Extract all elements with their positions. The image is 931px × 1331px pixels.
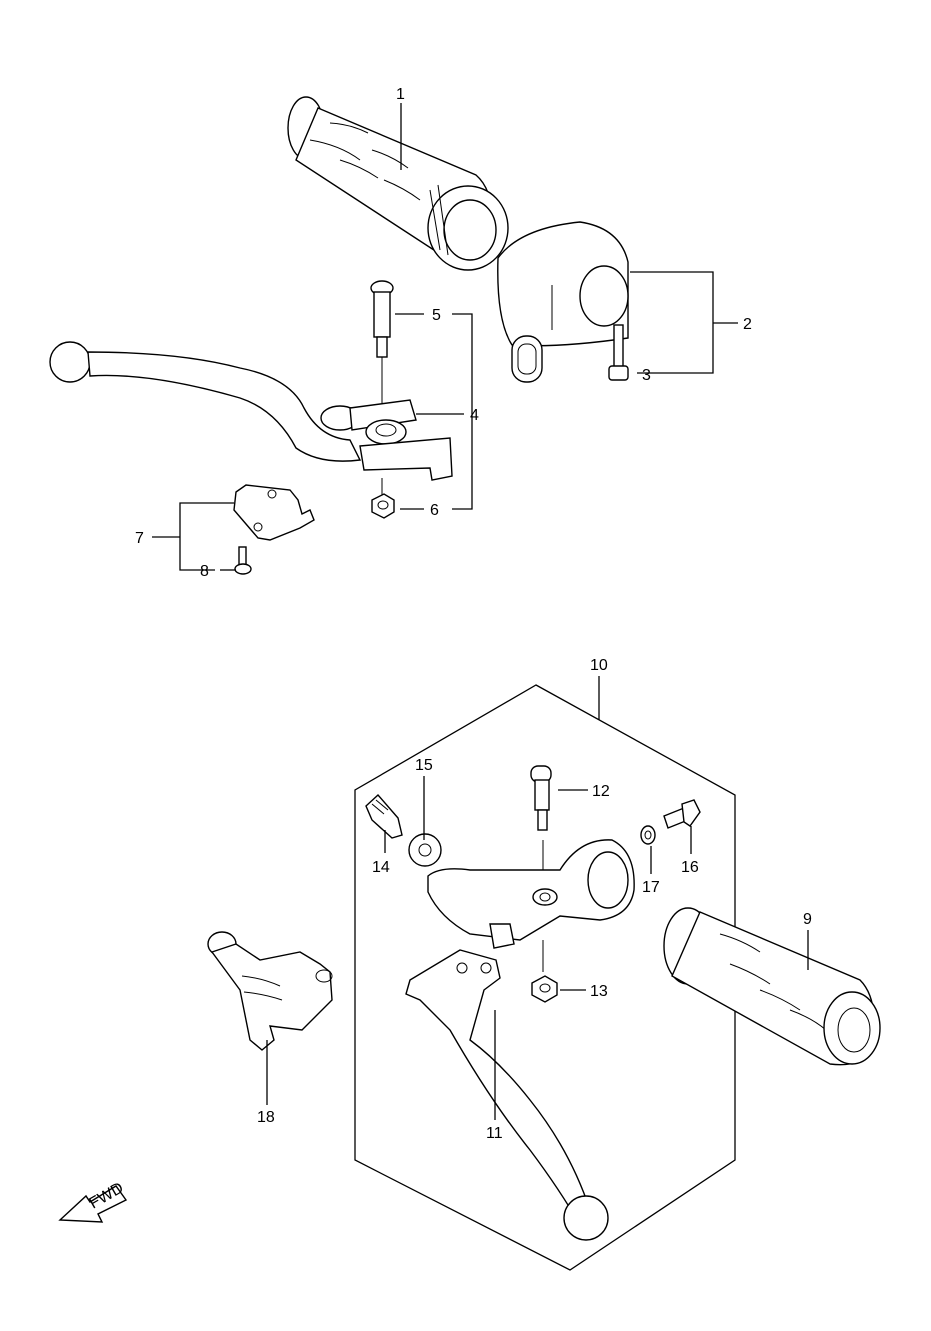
callout-5: 5 — [432, 307, 441, 324]
assembly-10-outline — [354, 684, 736, 1271]
brake-switch — [233, 484, 315, 541]
brake-lever — [49, 341, 453, 481]
bracket-bolt — [663, 799, 701, 829]
callout-8: 8 — [200, 563, 209, 580]
callout-4: 4 — [470, 407, 479, 424]
throttle-grip — [287, 96, 509, 271]
callout-15: 15 — [415, 757, 433, 774]
callout-9: 9 — [803, 911, 812, 928]
clutch-lever — [405, 949, 609, 1241]
cable-adjuster — [365, 793, 403, 839]
callout-17: 17 — [642, 879, 660, 896]
clutch-nut — [531, 940, 558, 1003]
housing-bolt — [608, 324, 629, 381]
clutch-pivot-bolt — [530, 765, 552, 894]
fwd-arrow: FWD — [58, 1180, 128, 1223]
handlebar-grip — [663, 907, 881, 1066]
callout-7: 7 — [135, 530, 144, 547]
callout-numbers: 1 2 3 4 5 6 7 8 9 10 11 12 13 14 15 16 1… — [135, 86, 812, 1142]
callout-13: 13 — [590, 983, 608, 1000]
callout-10: 10 — [590, 657, 608, 674]
callout-2: 2 — [743, 316, 752, 333]
adjuster-nut — [408, 833, 442, 867]
clutch-lever-bracket — [427, 839, 635, 949]
upper-leader-lines — [152, 103, 738, 571]
throttle-housing — [497, 221, 629, 383]
bracket-washer — [640, 825, 656, 845]
callout-6: 6 — [430, 502, 439, 519]
callout-3: 3 — [642, 367, 651, 384]
callout-11: 11 — [486, 1125, 503, 1142]
callout-14: 14 — [372, 859, 390, 876]
callout-16: 16 — [681, 859, 699, 876]
pivot-bolt — [370, 280, 394, 425]
clutch-switch — [207, 931, 333, 1051]
switch-screw — [234, 546, 252, 575]
callout-18: 18 — [257, 1109, 275, 1126]
lower-leader-lines — [266, 676, 809, 1120]
callout-12: 12 — [592, 783, 610, 800]
callout-1: 1 — [396, 86, 405, 103]
lever-nut — [371, 478, 395, 519]
